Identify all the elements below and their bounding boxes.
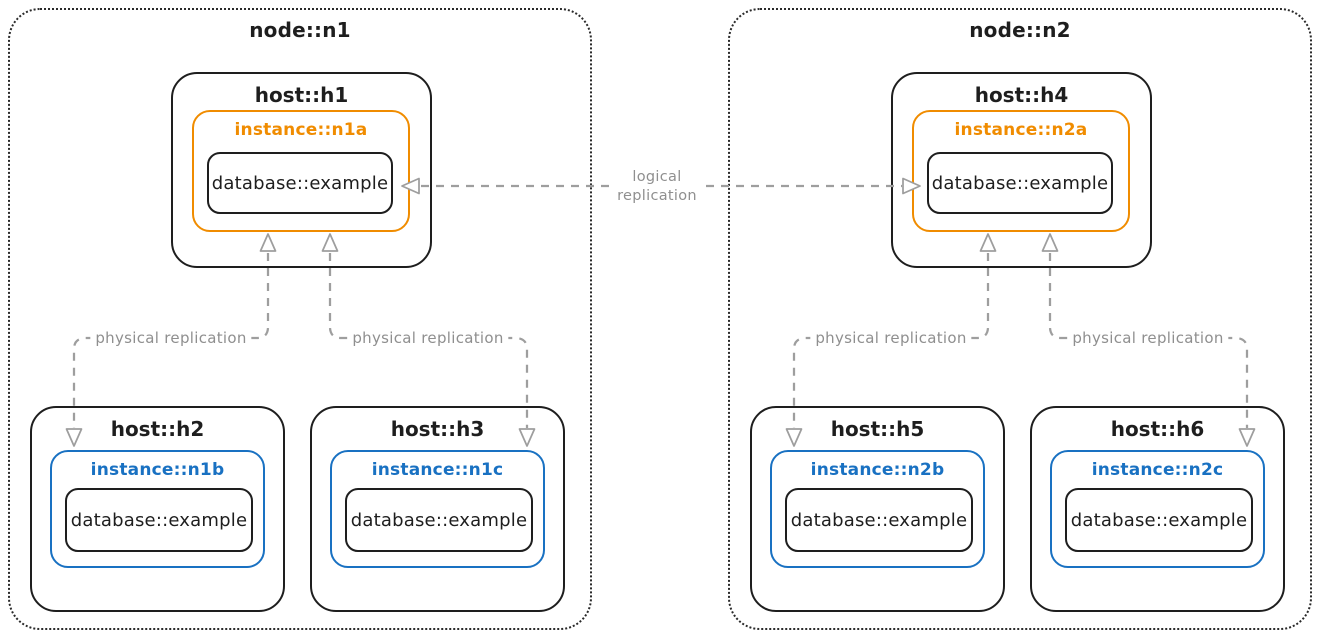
arrowhead-up-icon (979, 233, 997, 252)
arrowhead-down-icon (65, 428, 83, 447)
physical-replication-label: physical replication (1067, 329, 1229, 347)
instance-n2c-label: instance::n2c (1091, 460, 1224, 480)
database-example-h3-box: database::example (345, 488, 533, 552)
logical-replication-label-line2: replication (617, 188, 697, 204)
physical-replication-wire-h1-h3 (328, 253, 529, 428)
physical-replication-wire-h4-h6 (1048, 253, 1249, 428)
arrowhead-up-icon (321, 233, 339, 252)
logical-replication-label-line1: logical (632, 169, 682, 185)
arrowhead-left-icon (401, 177, 420, 195)
database-example-h3-label: database::example (350, 509, 528, 531)
arrowhead-right-icon (902, 177, 921, 195)
arrowhead-down-icon (1238, 428, 1256, 447)
instance-n1a-label: instance::n1a (234, 120, 368, 140)
arrowhead-down-icon (785, 428, 803, 447)
physical-replication-label: physical replication (347, 329, 509, 347)
database-example-h4-box: database::example (927, 152, 1113, 214)
host-h4-label: host::h4 (974, 83, 1069, 107)
database-example-h2-box: database::example (65, 488, 253, 552)
instance-n2a-label: instance::n2a (954, 120, 1088, 140)
arrowhead-down-icon (518, 428, 536, 447)
host-h1-label: host::h1 (254, 83, 349, 107)
node-n2-label: node::n2 (969, 18, 1071, 42)
host-h3-label: host::h3 (390, 417, 485, 441)
arrowhead-up-icon (259, 233, 277, 252)
logical-replication-label: logical replication (610, 168, 704, 206)
physical-replication-label: physical replication (810, 329, 972, 347)
instance-n2b-label: instance::n2b (810, 460, 945, 480)
database-example-h4-label: database::example (931, 172, 1109, 194)
host-h2-label: host::h2 (110, 417, 205, 441)
node-n1-group (8, 8, 592, 630)
node-n1-label: node::n1 (249, 18, 351, 42)
database-example-h6-box: database::example (1065, 488, 1253, 552)
database-example-h2-label: database::example (70, 509, 248, 531)
host-h5-label: host::h5 (830, 417, 925, 441)
host-h6-label: host::h6 (1110, 417, 1205, 441)
node-n2-group (728, 8, 1312, 630)
arrowhead-up-icon (1041, 233, 1059, 252)
database-example-h1-box: database::example (207, 152, 393, 214)
physical-replication-label: physical replication (90, 329, 252, 347)
database-example-h5-box: database::example (785, 488, 973, 552)
database-example-h5-label: database::example (790, 509, 968, 531)
instance-n1c-label: instance::n1c (371, 460, 504, 480)
database-example-h6-label: database::example (1070, 509, 1248, 531)
physical-replication-wire-h1-h2 (72, 253, 270, 428)
instance-n1b-label: instance::n1b (90, 460, 225, 480)
database-example-h1-label: database::example (211, 172, 389, 194)
physical-replication-wire-h4-h5 (792, 253, 990, 428)
